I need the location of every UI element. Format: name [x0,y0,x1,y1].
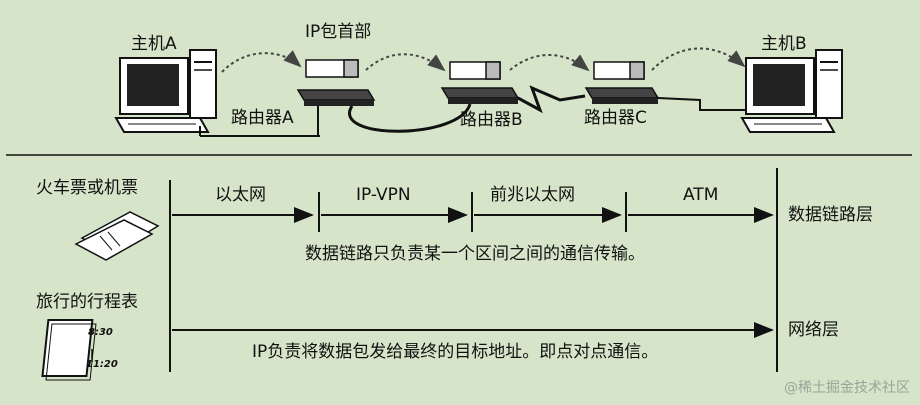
gigabit-link [517,85,586,114]
datalink-note: 数据链路只负责某一个区间之间的通信传输。 [305,244,645,264]
host-b-label: 主机B [761,34,807,54]
segment-label-gigabit: 前兆以太网 [490,185,575,205]
watermark: @稀土掘金技术社区 [784,380,910,396]
ip-vpn-link [348,103,472,133]
flow-arrow [509,54,590,72]
host-a-computer-icon [114,49,217,133]
host-b-computer-icon [740,49,843,133]
itinerary-time-end: 11:20 [86,359,118,370]
router-c-label: 路由器C [584,108,647,128]
flow-arrow [221,50,302,73]
segment-label-atm: ATM [683,185,719,205]
itinerary-time-start: 8:30 [88,327,113,338]
router-b-icon [440,87,520,104]
itinerary-label: 旅行的行程表 [36,292,138,312]
flow-arrow [651,47,746,71]
segment-label-ethernet: 以太网 [215,185,266,205]
atm-link [657,97,746,111]
ip-packet-icon [449,61,501,80]
router-a-icon [296,89,376,106]
ticket-icon [74,211,160,261]
ticket-label: 火车票或机票 [36,178,138,198]
flow-arrow [365,53,446,72]
router-c-icon [584,87,660,104]
ip-packet-icon [305,59,359,78]
segment-label-ipvpn: IP-VPN [356,185,411,205]
network-note: IP负责将数据包发给最终的目标地址。即点对点通信。 [252,342,659,362]
host-a-label: 主机A [131,34,177,54]
router-a-label: 路由器A [231,108,294,128]
datalink-layer-label: 数据链路层 [788,205,873,225]
itinerary-book-icon [41,319,97,381]
network-layer-label: 网络层 [788,320,839,340]
ip-packet-icon [593,61,645,80]
router-b-label: 路由器B [460,110,523,130]
ip-header-label: IP包首部 [305,22,372,42]
